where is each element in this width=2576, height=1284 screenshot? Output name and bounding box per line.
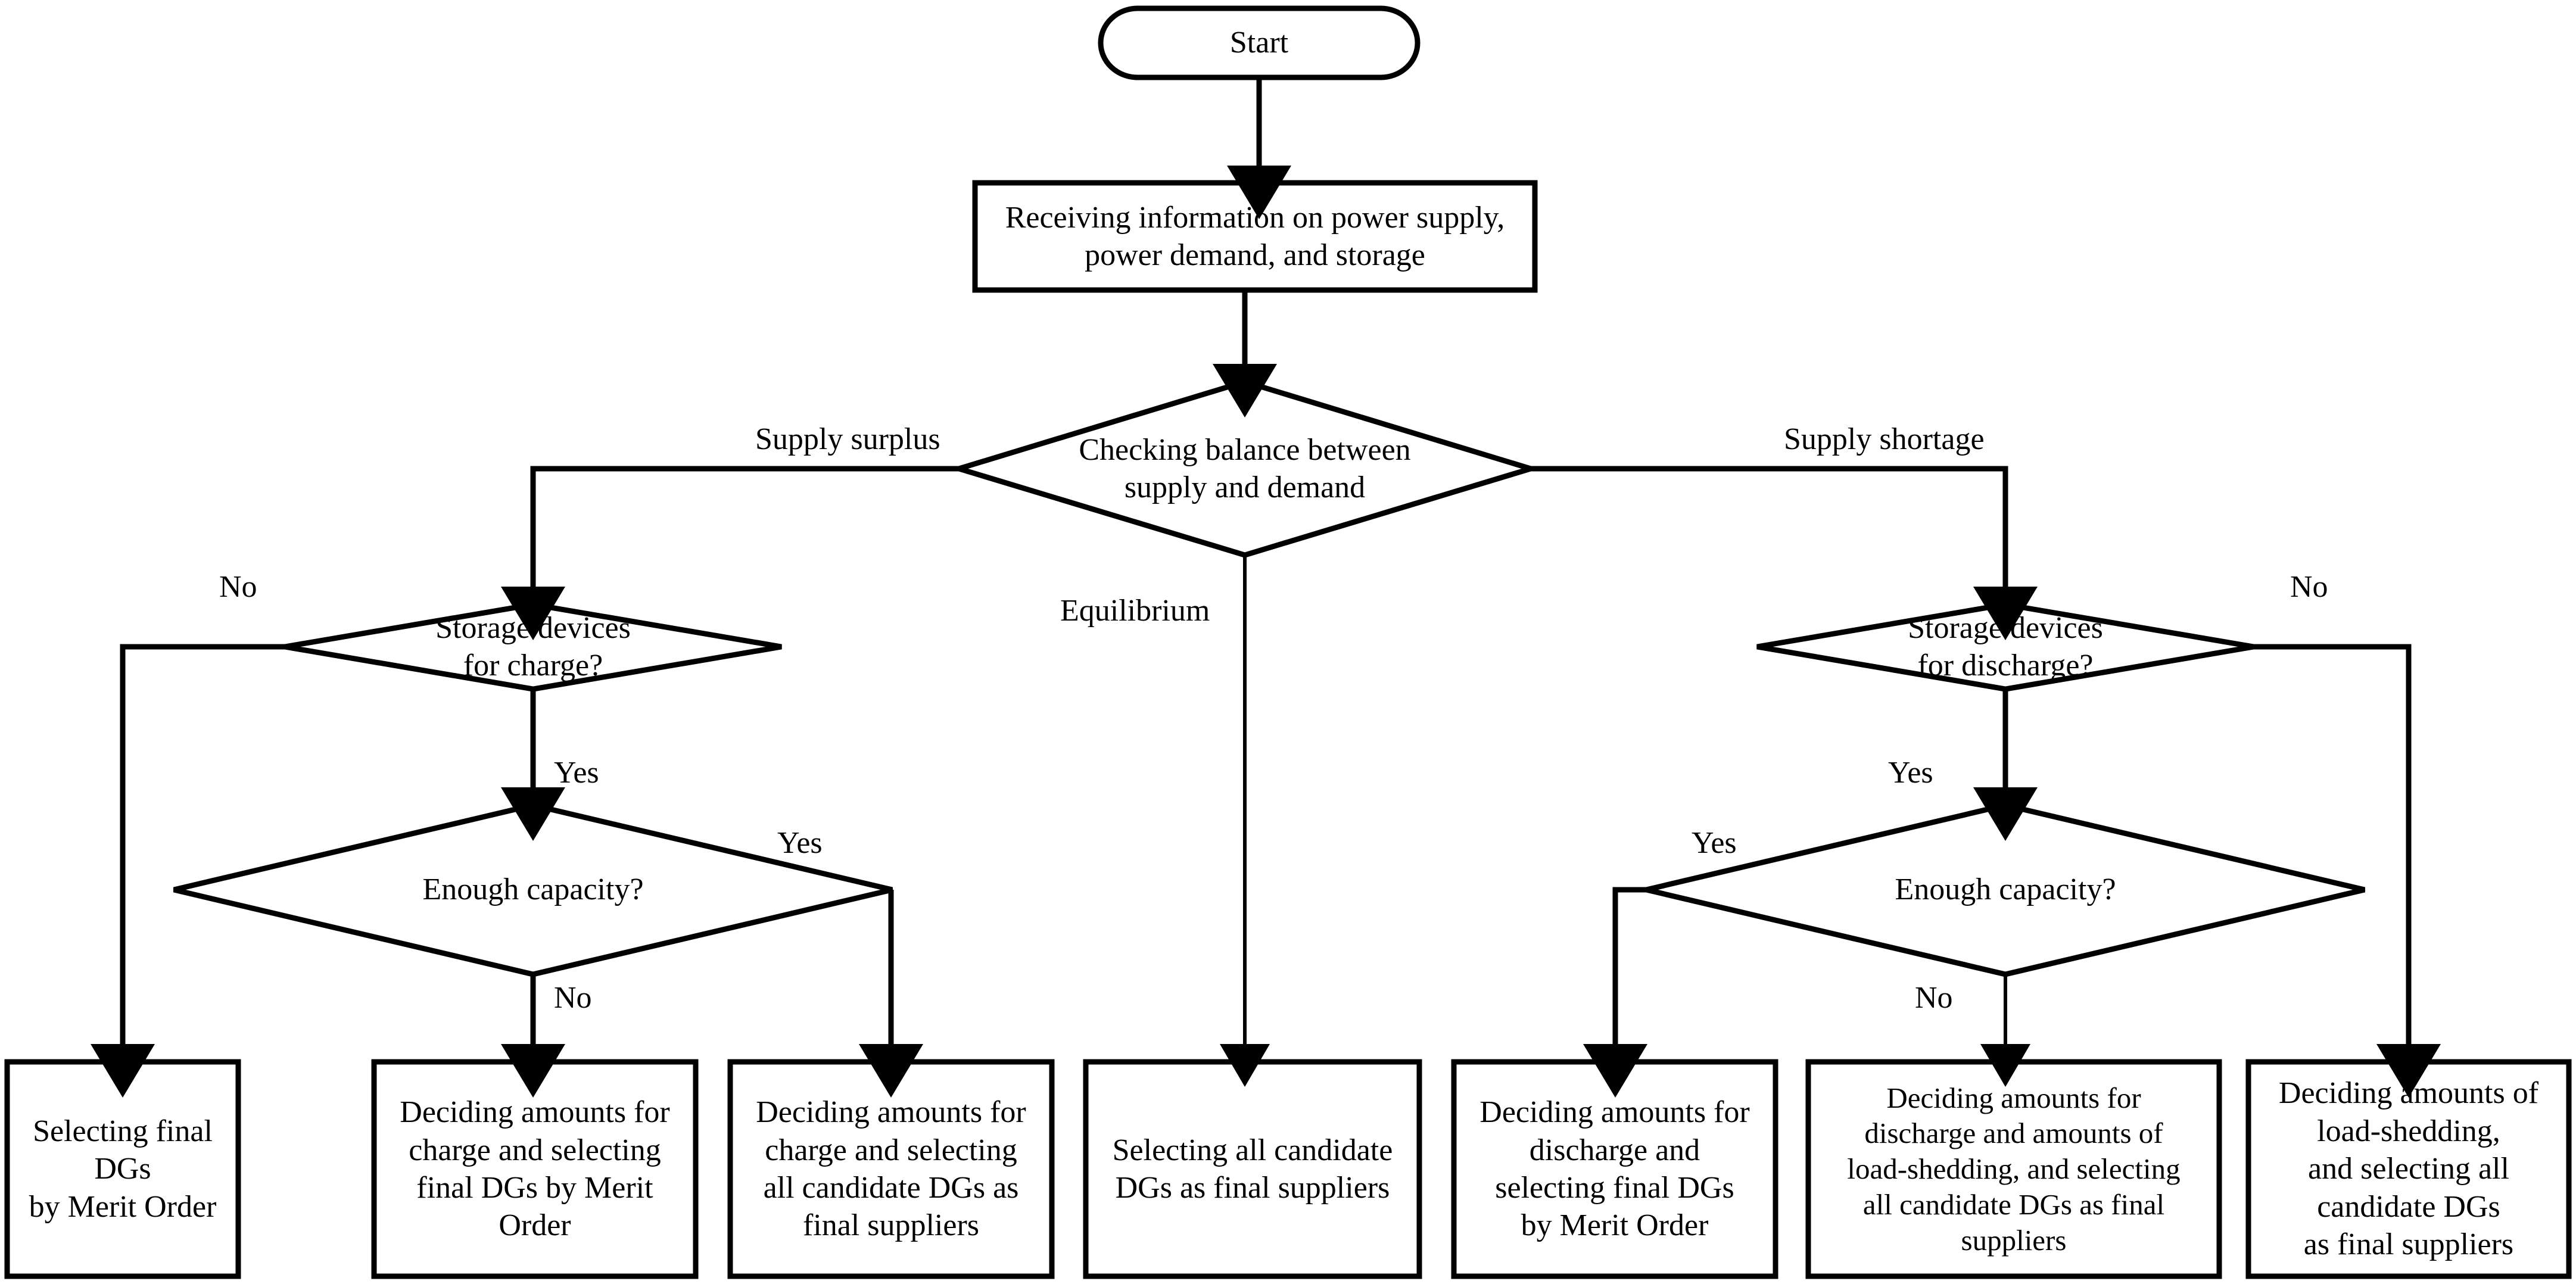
edge-shortage-to-storage-discharge xyxy=(1531,466,2038,640)
edge-capacity-left-yes-to-out3 xyxy=(859,887,923,1098)
node-out3-shape xyxy=(727,1059,1055,1279)
node-out6-shape xyxy=(1805,1059,2222,1279)
edge-label-capacity-left-yes: Yes xyxy=(777,826,823,860)
edge-label-capacity-left-no: No xyxy=(554,981,592,1015)
edge-label-discharge-yes: Yes xyxy=(1888,756,1933,790)
edge-label-supply-shortage: Supply shortage xyxy=(1784,422,1985,456)
node-storage-charge-shape xyxy=(284,602,782,692)
edge-label-equilibrium: Equilibrium xyxy=(1060,594,1210,628)
edge-discharge-no-to-out7 xyxy=(2254,644,2441,1098)
node-out4-shape xyxy=(1083,1059,1422,1279)
edge-label-discharge-no: No xyxy=(2290,570,2328,604)
edge-label-capacity-right-no: No xyxy=(1915,981,1953,1015)
node-out5-shape xyxy=(1451,1059,1778,1279)
node-storage-discharge-shape xyxy=(1756,602,2254,692)
edge-capacity-right-yes-to-out5 xyxy=(1583,887,1647,1098)
node-enough-capacity-right-shape xyxy=(1645,802,2366,977)
node-out7-shape xyxy=(2245,1059,2572,1279)
node-start-shape xyxy=(1098,5,1421,80)
node-out1-shape xyxy=(4,1059,241,1279)
edge-label-supply-surplus: Supply surplus xyxy=(755,422,940,456)
edge-label-charge-no: No xyxy=(219,570,257,604)
edge-charge-no-to-out1 xyxy=(91,644,285,1098)
edge-label-charge-yes: Yes xyxy=(554,756,599,790)
edge-surplus-to-storage-charge xyxy=(501,466,959,640)
node-receive-shape xyxy=(972,180,1538,293)
edge-label-capacity-right-yes: Yes xyxy=(1692,826,1737,860)
node-check-balance-shape xyxy=(949,379,1540,558)
node-out2-shape xyxy=(371,1059,699,1279)
